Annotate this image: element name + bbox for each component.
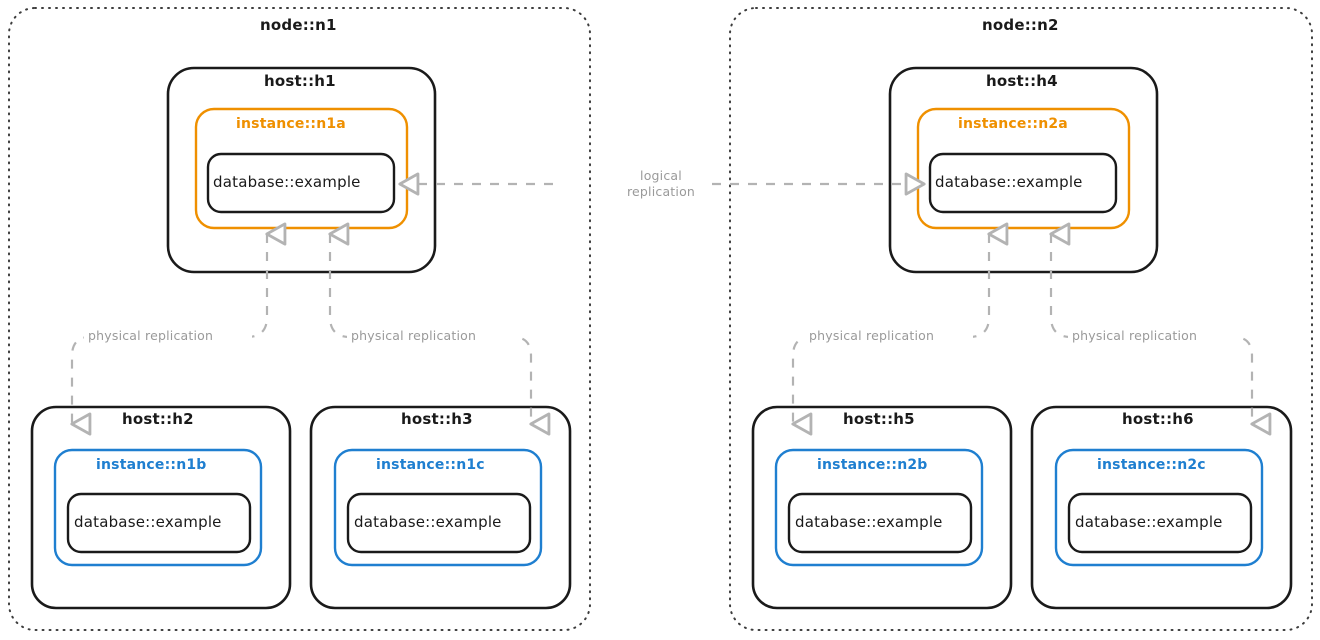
database-box-h1[interactable] bbox=[206, 152, 396, 214]
edge-label-physical-h1-h3-top: physical replication bbox=[351, 328, 477, 343]
node-container-n1[interactable] bbox=[8, 7, 591, 631]
host-label-h2: host::h2 bbox=[122, 410, 194, 428]
node-container-n2[interactable] bbox=[729, 7, 1313, 631]
database-label-h1: database::example bbox=[213, 173, 361, 191]
database-box-h2[interactable] bbox=[66, 492, 252, 554]
database-label-h4: database::example bbox=[935, 173, 1083, 191]
instance-label-n1a: instance::n1a bbox=[236, 116, 346, 132]
edge-physical-h4-h5[interactable] bbox=[791, 222, 1009, 436]
host-label-h1: host::h1 bbox=[264, 72, 336, 90]
database-label-h2: database::example bbox=[74, 513, 222, 531]
database-label-h5: database::example bbox=[795, 513, 943, 531]
edge-label-logical-replication-top: logical replication bbox=[618, 168, 704, 199]
database-box-h6[interactable] bbox=[1067, 492, 1253, 554]
edge-physical-h1-h3[interactable] bbox=[328, 222, 551, 436]
host-label-h4: host::h4 bbox=[986, 72, 1058, 90]
host-label-h5: host::h5 bbox=[843, 410, 915, 428]
node-label-n1: node::n1 bbox=[260, 16, 337, 34]
instance-label-n2a: instance::n2a bbox=[958, 116, 1068, 132]
edge-label-logical-line1-top: logical bbox=[640, 168, 682, 183]
database-box-h5[interactable] bbox=[787, 492, 973, 554]
edge-physical-h4-h6[interactable] bbox=[1049, 222, 1272, 436]
edge-label-logical-line2-top: replication bbox=[626, 183, 696, 199]
database-box-h3[interactable] bbox=[346, 492, 532, 554]
instance-label-n2c: instance::n2c bbox=[1097, 457, 1206, 473]
edge-physical-h1-h2[interactable] bbox=[70, 222, 287, 436]
host-label-h6: host::h6 bbox=[1122, 410, 1194, 428]
database-label-h3: database::example bbox=[354, 513, 502, 531]
instance-label-n1b: instance::n1b bbox=[96, 457, 207, 473]
host-label-h3: host::h3 bbox=[401, 410, 473, 428]
edge-label-physical-h1-h2-top: physical replication bbox=[88, 328, 214, 343]
instance-label-n1c: instance::n1c bbox=[376, 457, 485, 473]
edge-label-physical-h4-h6-top: physical replication bbox=[1072, 328, 1198, 343]
database-box-h4[interactable] bbox=[928, 152, 1118, 214]
instance-label-n2b: instance::n2b bbox=[817, 457, 928, 473]
database-label-h6: database::example bbox=[1075, 513, 1223, 531]
node-label-n2: node::n2 bbox=[982, 16, 1059, 34]
edge-label-physical-h4-h5-top: physical replication bbox=[809, 328, 935, 343]
